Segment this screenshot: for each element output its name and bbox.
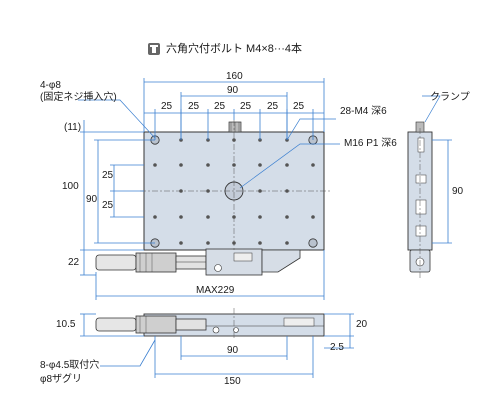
callout-hole-4-sub: (固定ネジ挿入穴) bbox=[40, 92, 117, 103]
dim-160: 160 bbox=[226, 71, 243, 82]
tapped-hole bbox=[311, 215, 315, 219]
front-view bbox=[95, 308, 325, 340]
dim-25-pitch: 25 bbox=[214, 101, 226, 112]
tapped-hole bbox=[206, 241, 210, 245]
tapped-hole bbox=[179, 241, 183, 245]
tapped-hole bbox=[258, 241, 262, 245]
dim-22: 22 bbox=[68, 257, 80, 268]
tapped-hole bbox=[206, 163, 210, 167]
dim-25-pitch: 25 bbox=[161, 101, 173, 112]
leader-lines bbox=[78, 95, 441, 189]
dim-25-upper: 25 bbox=[102, 170, 114, 181]
callout-hole-8: 8-φ4.5取付穴 bbox=[40, 360, 100, 371]
dim-150: 150 bbox=[224, 376, 241, 387]
dim-max229: MAX229 bbox=[196, 285, 235, 296]
fixing-holes bbox=[150, 135, 318, 248]
callout-hole-4: 4-φ8 bbox=[40, 80, 61, 91]
dim-20: 20 bbox=[356, 319, 368, 330]
front-dimension-lines bbox=[80, 313, 354, 378]
top-clamp-knob bbox=[228, 121, 242, 133]
dim-25-pitch: 25 bbox=[188, 101, 200, 112]
screw-note: 六角穴付ボルト M4×8···4本 bbox=[166, 43, 302, 55]
callout-clamp: クランプ bbox=[430, 92, 470, 103]
tapped-hole bbox=[179, 215, 183, 219]
tapped-hole bbox=[285, 241, 289, 245]
dim-side-90: 90 bbox=[452, 186, 464, 197]
dim-90-front: 90 bbox=[227, 345, 239, 356]
tapped-hole bbox=[153, 163, 157, 167]
tapped-hole bbox=[258, 215, 262, 219]
tapped-hole bbox=[258, 163, 262, 167]
dim-25-lower: 25 bbox=[102, 200, 114, 211]
side-dimension-lines bbox=[432, 139, 452, 244]
dim-10-5: 10.5 bbox=[56, 319, 76, 330]
center-lines bbox=[140, 120, 330, 250]
dim-100: 100 bbox=[62, 181, 79, 192]
dim-25-pitch: 25 bbox=[240, 101, 252, 112]
tapped-hole bbox=[311, 163, 315, 167]
tapped-hole bbox=[153, 215, 157, 219]
dim-25-pitch: 25 bbox=[293, 101, 305, 112]
hex-bolt-icon bbox=[148, 43, 160, 55]
tapped-hole bbox=[206, 215, 210, 219]
callout-hole-8-sub: φ8ザグリ bbox=[40, 374, 83, 385]
callout-tap-28: 28-M4 深6 bbox=[340, 106, 387, 117]
dim-2-5: 2.5 bbox=[330, 342, 344, 353]
tapped-hole bbox=[285, 163, 289, 167]
tapped-hole bbox=[179, 163, 183, 167]
side-view bbox=[407, 121, 433, 278]
top-dimension-lines bbox=[80, 78, 325, 300]
micrometer-head-top bbox=[95, 248, 301, 276]
dim-11: (11) bbox=[64, 122, 82, 133]
dim-90-top: 90 bbox=[227, 85, 239, 96]
callout-center-tap: M16 P1 深6 bbox=[344, 138, 397, 149]
tapped-hole bbox=[285, 215, 289, 219]
dim-25-pitch: 25 bbox=[267, 101, 279, 112]
dim-90-left: 90 bbox=[86, 194, 98, 205]
